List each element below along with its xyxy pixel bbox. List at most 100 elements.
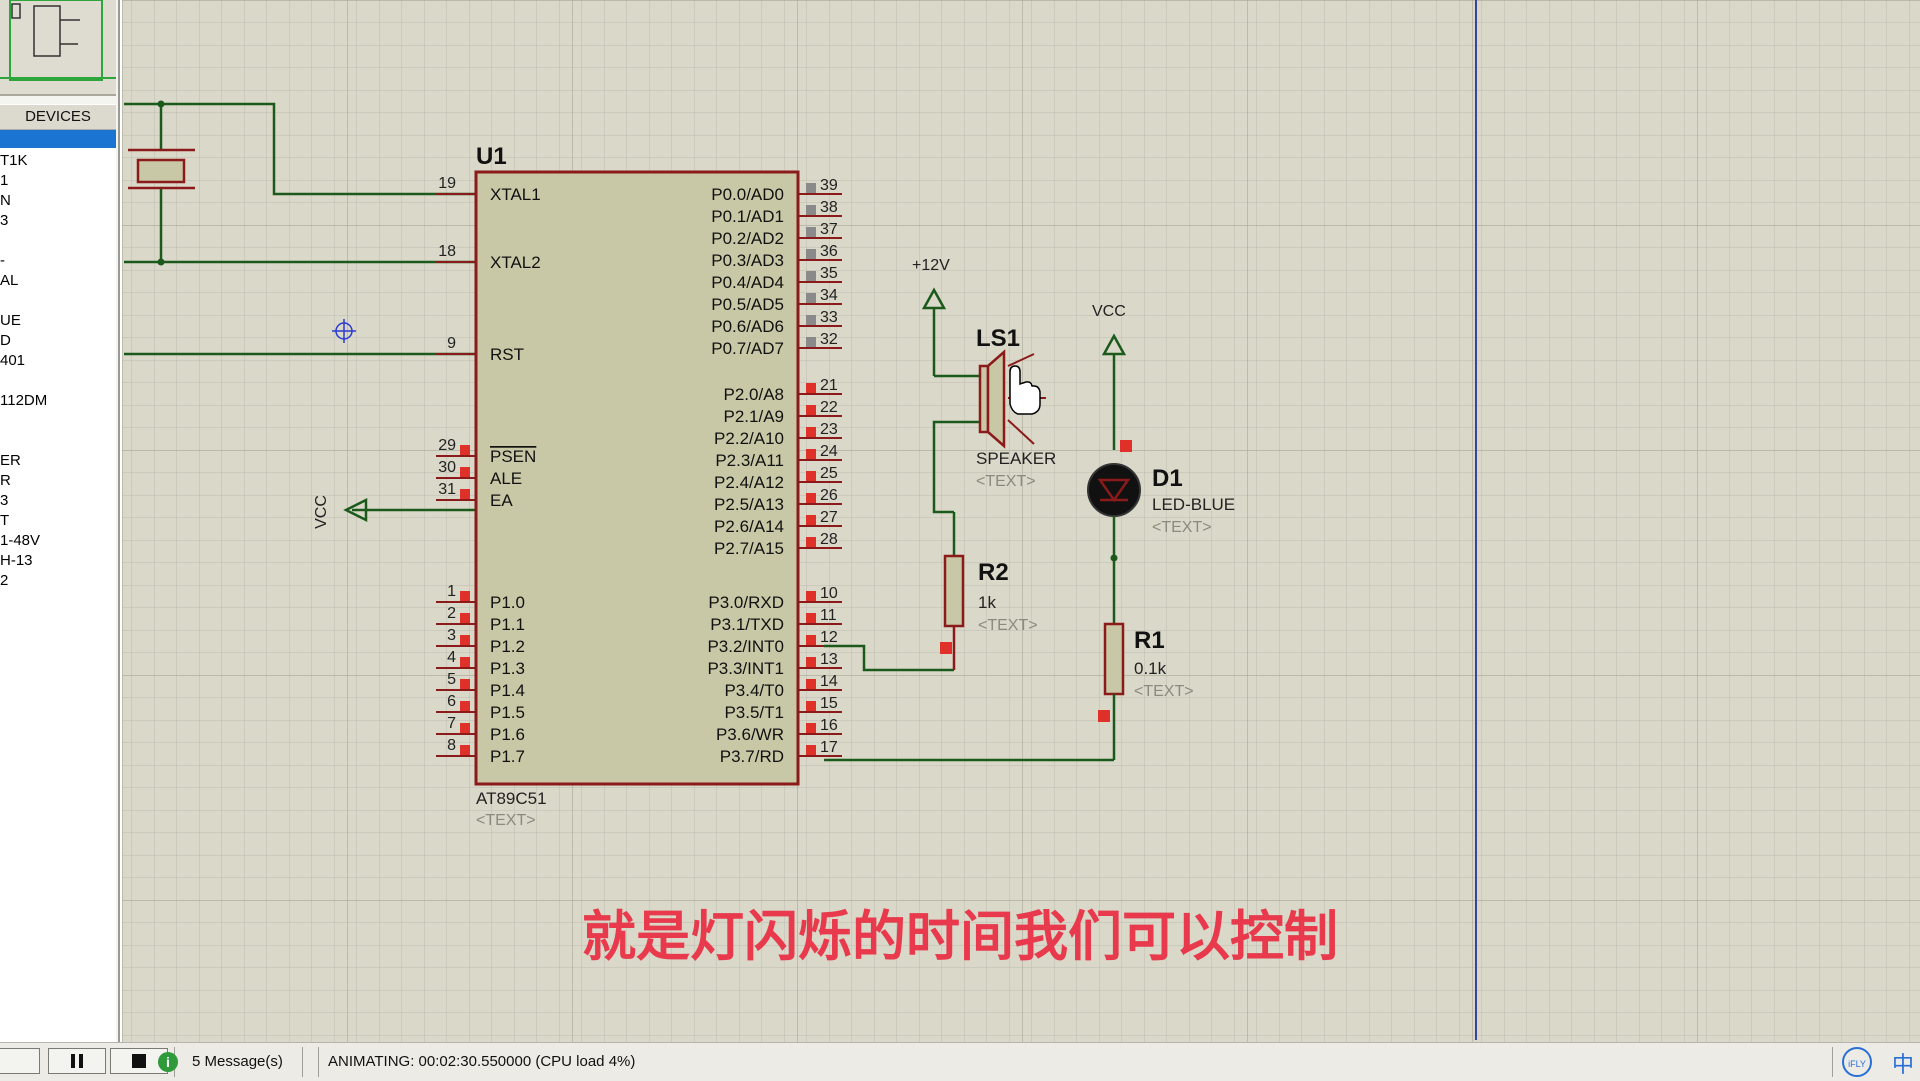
device-list-item[interactable]: AL <box>0 272 19 289</box>
play-button[interactable] <box>0 1048 40 1074</box>
device-list-item[interactable]: N <box>0 192 11 209</box>
device-list-item[interactable]: - <box>0 252 5 269</box>
selected-device-row[interactable] <box>0 130 116 148</box>
d1-led[interactable]: D1 LED-BLUE <TEXT> <box>1087 440 1235 562</box>
u1-pin-5[interactable]: 5P1.4 <box>436 671 525 700</box>
pin-number: 31 <box>438 481 456 498</box>
device-list-item[interactable]: 1 <box>0 172 9 189</box>
u1-pin-2[interactable]: 2P1.1 <box>436 605 525 634</box>
messages-count[interactable]: 5 Message(s) <box>192 1053 283 1070</box>
status-bar: i 5 Message(s) ANIMATING: 00:02:30.55000… <box>0 1042 1920 1081</box>
pin-name: P3.0/RXD <box>708 593 784 612</box>
device-list-item[interactable]: UE <box>0 312 21 329</box>
plus12v-terminal[interactable]: +12V <box>912 257 950 376</box>
device-list-item[interactable]: T1K <box>0 152 28 169</box>
device-list-item[interactable]: D <box>0 332 11 349</box>
crystal[interactable] <box>124 100 476 266</box>
pin-number: 9 <box>447 335 456 352</box>
device-list-item[interactable]: 3 <box>0 492 9 509</box>
ls1-speaker[interactable]: LS1 SPEAKER <TEXT> <box>976 325 1056 490</box>
u1-pin-4[interactable]: 4P1.3 <box>436 649 525 678</box>
r2-resistor[interactable]: R2 1k <TEXT> <box>940 512 1038 670</box>
pin-name: P1.5 <box>490 703 525 722</box>
vcc-right-terminal[interactable]: VCC <box>1092 303 1127 450</box>
u1-ref: U1 <box>476 143 507 170</box>
info-icon: i <box>158 1052 178 1072</box>
ls1-text: <TEXT> <box>976 473 1036 490</box>
device-list-item[interactable]: 112DM <box>0 392 48 409</box>
u1-pin-6[interactable]: 6P1.5 <box>436 693 525 722</box>
u1-pin-7[interactable]: 7P1.6 <box>436 715 525 744</box>
ifly-tray-icon[interactable]: iFLY <box>1842 1047 1872 1077</box>
pin-name: P2.4/A12 <box>714 473 784 492</box>
pin-name: P1.3 <box>490 659 525 678</box>
pin-number: 26 <box>820 487 838 504</box>
device-list-item[interactable]: ER <box>0 452 21 469</box>
device-list-item[interactable]: 3 <box>0 212 9 229</box>
r1-resistor[interactable]: R1 0.1k <TEXT> <box>1098 558 1194 760</box>
device-list-item[interactable]: 2 <box>0 572 9 589</box>
u1-pin-8[interactable]: 8P1.7 <box>436 737 525 766</box>
pin-name: XTAL2 <box>490 253 541 272</box>
r1-ref: R1 <box>1134 627 1165 654</box>
d1-ref: D1 <box>1152 465 1183 492</box>
pause-button[interactable] <box>48 1048 106 1074</box>
hand-cursor-icon <box>1009 365 1041 415</box>
device-list-item[interactable]: R <box>0 472 11 489</box>
wire <box>932 420 980 514</box>
devices-header[interactable]: DEVICES <box>0 104 116 130</box>
pin-number: 27 <box>820 509 838 526</box>
device-list-item[interactable]: T <box>0 512 10 529</box>
u1-pin-3[interactable]: 3P1.2 <box>436 627 525 656</box>
pin-number: 21 <box>820 377 838 394</box>
ime-indicator[interactable]: 中 <box>1892 1053 1915 1078</box>
schematic-canvas[interactable]: VCC U1 AT89C51 <TEXT> 19XTAL118XTAL29RST… <box>122 0 1920 1042</box>
pin-number: 28 <box>820 531 838 548</box>
overview-window[interactable] <box>0 0 116 96</box>
pin-number: 15 <box>820 695 838 712</box>
vcc-left-terminal[interactable]: VCC <box>313 495 476 529</box>
pin-number: 13 <box>820 651 838 668</box>
pin-number: 5 <box>447 671 456 688</box>
pin-name: P2.5/A13 <box>714 495 784 514</box>
device-list-item[interactable]: H-13 <box>0 552 33 569</box>
pin-number: 16 <box>820 717 838 734</box>
device-list-item[interactable]: 401 <box>0 352 26 369</box>
u1-pin-26[interactable]: 26 P2.5/A13 <box>714 487 842 514</box>
u1-microcontroller[interactable]: U1 AT89C51 <TEXT> 19XTAL118XTAL29RST29PS… <box>436 143 842 829</box>
cursor-crosshair-icon <box>332 319 356 343</box>
device-list-item[interactable]: 1-48V <box>0 532 41 549</box>
u1-pin-1[interactable]: 1P1.0 <box>436 583 525 612</box>
pin-name: P2.1/A9 <box>724 407 785 426</box>
